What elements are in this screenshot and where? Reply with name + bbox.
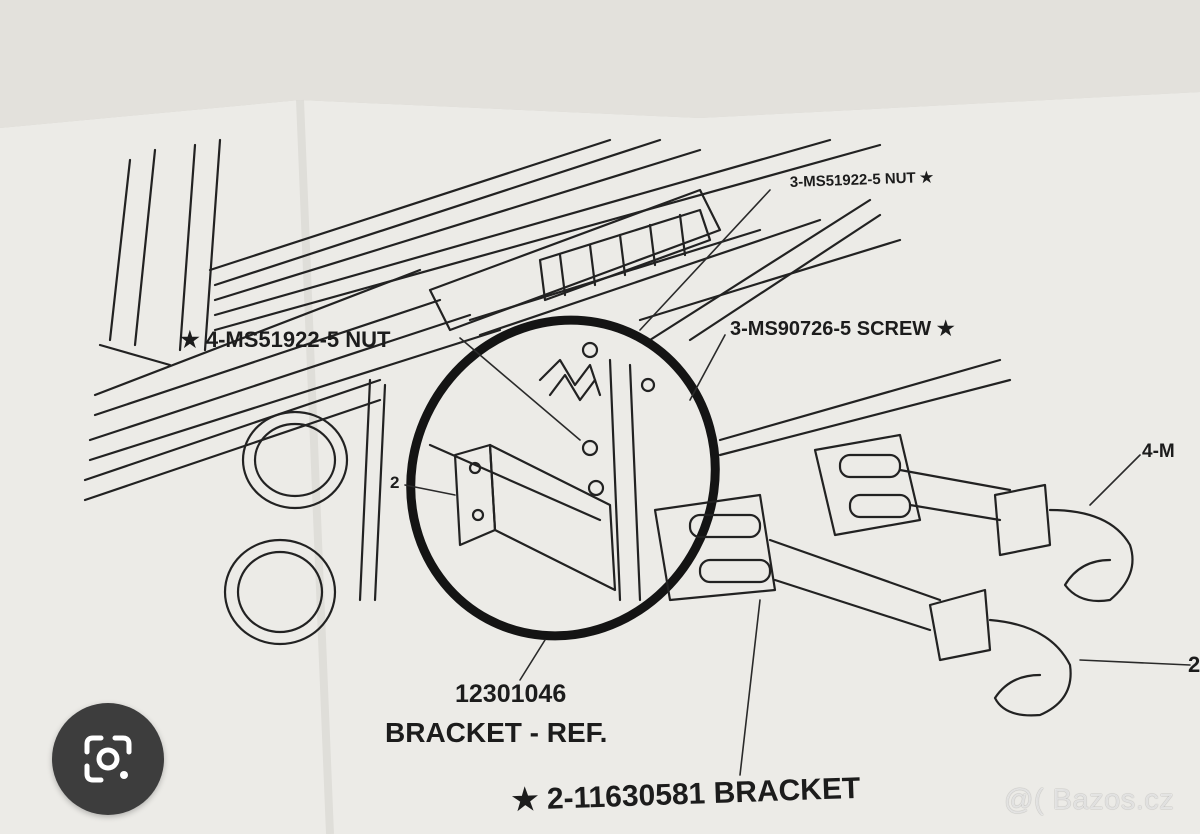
shackle-brackets [653, 433, 1012, 632]
label-right-mid: 4-M [1142, 441, 1175, 462]
google-lens-icon [84, 735, 132, 783]
bracket-ref-part [428, 341, 656, 602]
label-left-two: 2 [390, 473, 399, 492]
vent-grille [428, 188, 722, 332]
label-part-number: 12301046 [455, 680, 566, 708]
tow-hooks [928, 483, 1134, 717]
label-screw: 3-MS90726-5 SCREW ★ [730, 318, 955, 340]
label-bracket-ref: BRACKET - REF. [385, 717, 607, 748]
round-sockets [223, 410, 349, 646]
label-right-low: 2 [1188, 652, 1200, 677]
watermark: @( Bazos.cz [1004, 784, 1175, 816]
leader-lines [404, 189, 1191, 776]
label-nut-left: ★ 4-MS51922-5 NUT [180, 327, 391, 352]
marker-circle [406, 315, 720, 641]
label-nut-top: 3-MS51922-5 NUT ★ [790, 169, 935, 191]
google-lens-button[interactable] [52, 703, 164, 815]
